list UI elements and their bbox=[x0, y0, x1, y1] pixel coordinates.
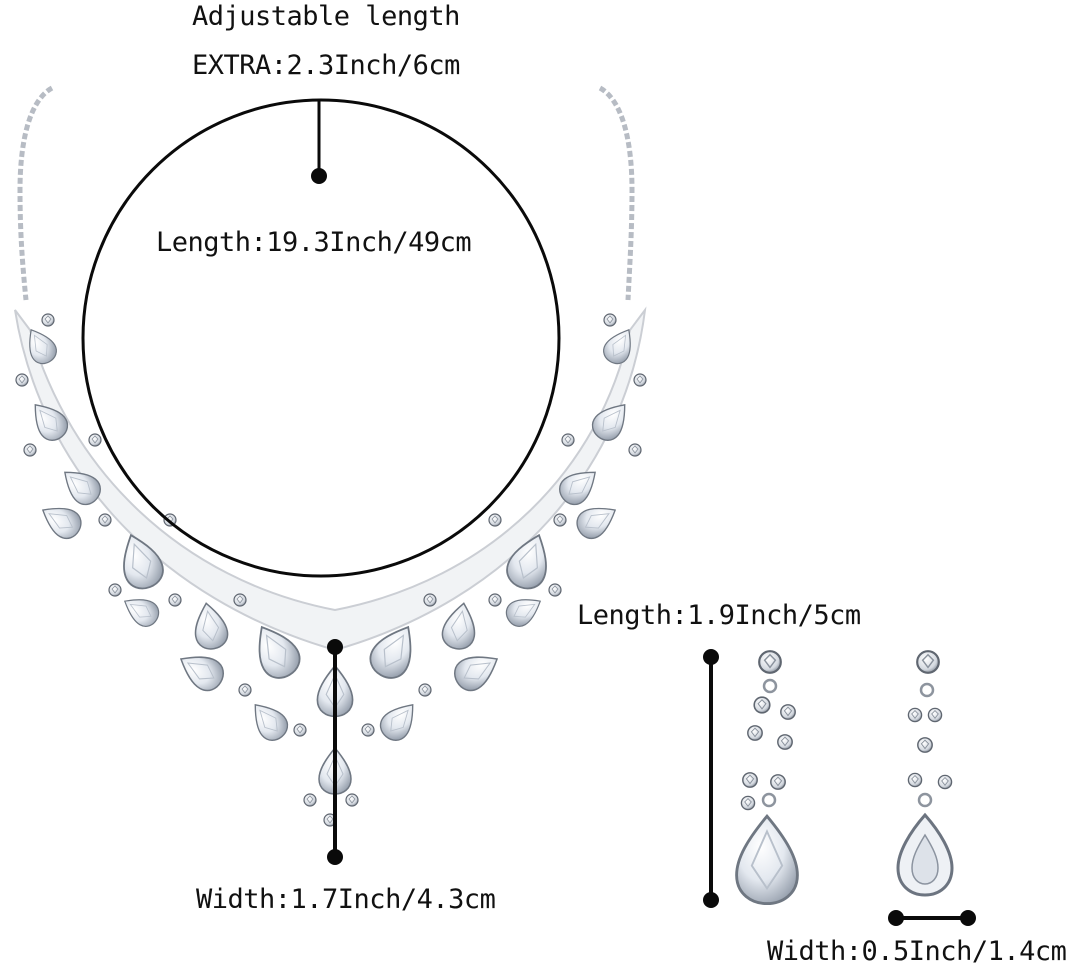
extra-length-label: EXTRA:2.3Inch/6cm bbox=[192, 50, 460, 81]
adjustable-length-title: Adjustable length bbox=[192, 1, 460, 32]
necklace-chain bbox=[17, 85, 635, 301]
necklace-crystal-bib bbox=[14, 306, 647, 827]
earring-length-label: Length:1.9Inch/5cm bbox=[577, 600, 861, 631]
necklace-width-label: Width:1.7Inch/4.3cm bbox=[196, 884, 496, 915]
necklace-length-label: Length:19.3Inch/49cm bbox=[156, 227, 472, 258]
earring-right bbox=[896, 650, 954, 897]
earring-width-label: Width:0.5Inch/1.4cm bbox=[767, 936, 1067, 967]
necklace-width-marker bbox=[327, 639, 343, 865]
earring-width-marker bbox=[888, 910, 976, 926]
necklace-length-circle bbox=[81, 98, 561, 578]
earring-left bbox=[735, 650, 799, 906]
earring-length-marker bbox=[703, 649, 719, 908]
extra-length-marker bbox=[311, 100, 327, 184]
